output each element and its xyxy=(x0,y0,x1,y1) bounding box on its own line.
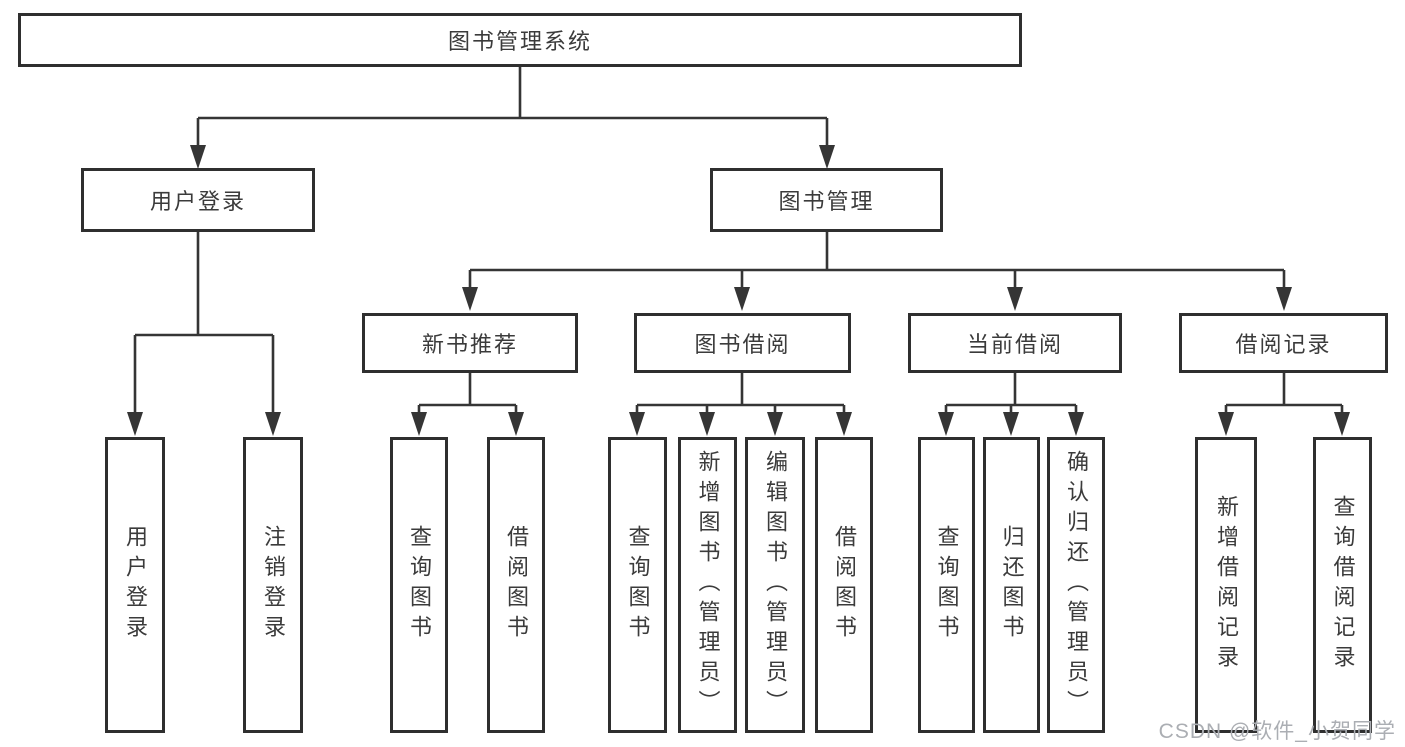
arrowhead xyxy=(767,412,783,436)
node-label: 新增图书（管理员） xyxy=(695,450,721,720)
arrowhead xyxy=(1007,287,1023,311)
arrowhead xyxy=(629,412,645,436)
node-label: 图书管理 xyxy=(778,189,875,214)
arrowhead xyxy=(462,287,478,311)
node-new-book-recommend: 新书推荐 xyxy=(362,313,578,373)
node-label: 借阅记录 xyxy=(1235,332,1332,357)
leaf-user-login: 用户登录 xyxy=(105,437,165,733)
node-book-borrowing: 图书借阅 xyxy=(634,313,851,373)
node-label: 图书管理系统 xyxy=(447,29,592,54)
node-library-management-system: 图书管理系统 xyxy=(18,13,1022,67)
leaf-edit-books-admin: 编辑图书（管理员） xyxy=(745,437,805,733)
node-label: 用户登录 xyxy=(149,189,246,214)
leaf-query-books-borrowing: 查询图书 xyxy=(608,437,667,733)
node-label: 确认归还（管理员） xyxy=(1064,450,1089,720)
arrowhead xyxy=(734,287,750,311)
arrowhead xyxy=(411,412,427,436)
node-label: 用户登录 xyxy=(123,525,148,645)
arrowhead xyxy=(1003,412,1019,436)
node-current-borrowing: 当前借阅 xyxy=(908,313,1122,373)
leaf-borrow-books-borrowing: 借阅图书 xyxy=(815,437,873,733)
node-book-management: 图书管理 xyxy=(710,168,943,232)
leaf-borrow-books-recommend: 借阅图书 xyxy=(487,437,545,733)
arrowhead xyxy=(508,412,524,436)
csdn-watermark: CSDN @软件_小贺同学 xyxy=(1158,720,1396,743)
leaf-logout-login: 注销登录 xyxy=(243,437,303,733)
arrowhead xyxy=(1276,287,1292,311)
leaf-return-books: 归还图书 xyxy=(983,437,1040,733)
arrowhead xyxy=(265,412,281,436)
node-label: 注销登录 xyxy=(261,525,286,645)
node-borrow-records: 借阅记录 xyxy=(1179,313,1388,373)
arrowhead xyxy=(1068,412,1084,436)
arrowhead xyxy=(836,412,852,436)
arrowhead xyxy=(190,145,206,169)
node-label: 当前借阅 xyxy=(966,332,1063,357)
node-label: 编辑图书（管理员） xyxy=(763,450,788,720)
arrowhead xyxy=(1334,412,1350,436)
node-label: 查询借阅记录 xyxy=(1330,495,1356,675)
arrowhead xyxy=(699,412,715,436)
node-label: 查询图书 xyxy=(407,525,432,645)
arrowhead xyxy=(938,412,954,436)
node-label: 新增借阅记录 xyxy=(1214,495,1239,675)
node-label: 借阅图书 xyxy=(504,525,529,645)
leaf-add-borrow-record: 新增借阅记录 xyxy=(1195,437,1257,733)
node-label: 归还图书 xyxy=(999,525,1025,645)
node-label: 查询图书 xyxy=(934,525,960,645)
arrowhead xyxy=(819,145,835,169)
leaf-confirm-return-admin: 确认归还（管理员） xyxy=(1047,437,1105,733)
leaf-add-books-admin: 新增图书（管理员） xyxy=(678,437,737,733)
node-label: 图书借阅 xyxy=(694,332,791,357)
arrowhead xyxy=(1218,412,1234,436)
node-label: 新书推荐 xyxy=(421,332,518,357)
node-label: 查询图书 xyxy=(625,525,651,645)
arrowhead xyxy=(127,412,143,436)
leaf-query-books-recommend: 查询图书 xyxy=(390,437,448,733)
node-label: 借阅图书 xyxy=(832,525,857,645)
leaf-query-books-current: 查询图书 xyxy=(918,437,975,733)
leaf-query-borrow-record: 查询借阅记录 xyxy=(1313,437,1372,733)
node-user-login: 用户登录 xyxy=(81,168,315,232)
